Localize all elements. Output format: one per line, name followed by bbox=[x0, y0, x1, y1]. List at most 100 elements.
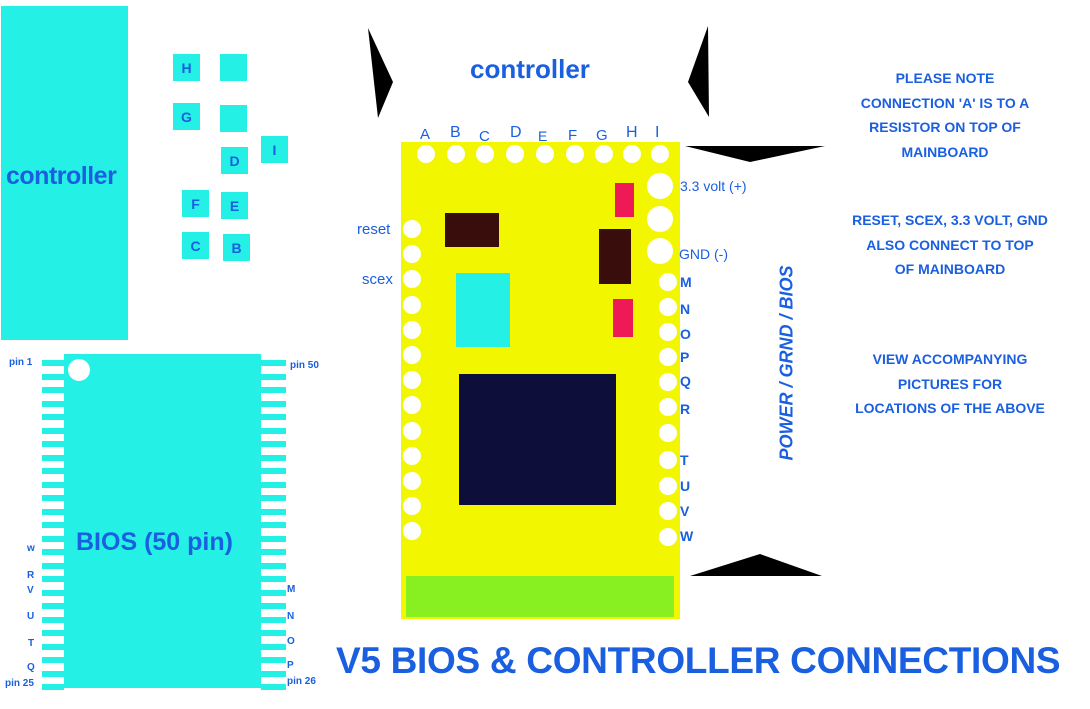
gnd-label: GND (-) bbox=[679, 246, 728, 262]
board-hole-right bbox=[659, 502, 677, 520]
note2-line3: OF MAINBOARD bbox=[894, 261, 1006, 277]
board-green-strip bbox=[406, 576, 674, 617]
bios-pin-right bbox=[261, 482, 286, 488]
bios-label-v: V bbox=[27, 585, 34, 596]
board-hole-top bbox=[447, 145, 465, 163]
board-hole-right bbox=[659, 298, 677, 316]
pink-component-1 bbox=[615, 183, 634, 217]
board-hole-top bbox=[476, 145, 494, 163]
board-hole-left bbox=[403, 421, 421, 440]
bios-pin-left bbox=[42, 617, 64, 623]
bios-label-n: N bbox=[287, 611, 295, 622]
bios-pin-left bbox=[42, 455, 64, 461]
board-hole-top bbox=[651, 145, 669, 163]
bios-pin-right bbox=[261, 441, 286, 447]
note1-line3: RESISTOR ON TOP OF bbox=[869, 119, 1021, 135]
bios-pin-left bbox=[42, 374, 64, 380]
reset-label: reset bbox=[357, 221, 391, 238]
bios-pin-left bbox=[42, 684, 64, 690]
board-hole-top bbox=[595, 145, 613, 163]
bios-pin-right bbox=[261, 657, 286, 663]
board-hole-right bbox=[659, 477, 677, 495]
bios-pin-left bbox=[42, 522, 64, 528]
bios-pin-left bbox=[42, 414, 64, 420]
resistor-block-1 bbox=[445, 213, 499, 247]
pad-f: F bbox=[182, 190, 209, 217]
board-hole-right bbox=[659, 451, 677, 469]
bios-pin-right bbox=[261, 617, 286, 623]
board-hole-left bbox=[403, 522, 421, 541]
bios-pin26-label: pin 26 bbox=[287, 676, 316, 687]
board-hole-top bbox=[536, 145, 554, 163]
pad-h: H bbox=[173, 54, 200, 81]
bios-label-w: w bbox=[27, 543, 35, 554]
pad-e: E bbox=[221, 192, 248, 219]
board-hole-left bbox=[403, 472, 421, 490]
pink-component-2 bbox=[613, 299, 633, 337]
bios-pin-left bbox=[42, 428, 64, 434]
board-hole-top bbox=[417, 145, 435, 163]
bios-label: BIOS (50 pin) bbox=[76, 528, 233, 556]
bios-pin50-label: pin 50 bbox=[290, 360, 319, 371]
pin-label-f: F bbox=[568, 127, 578, 144]
board-hole-right bbox=[659, 273, 677, 291]
pin-label-p: P bbox=[680, 349, 690, 365]
bios-pin-left bbox=[42, 549, 64, 555]
bios-pin-right bbox=[261, 549, 286, 555]
board-hole-left bbox=[403, 346, 421, 364]
bios-pin-left bbox=[42, 401, 64, 407]
bios-label-m: M bbox=[287, 584, 296, 595]
main-chip bbox=[459, 374, 616, 505]
board-hole-right bbox=[659, 424, 677, 442]
pin-label-u: U bbox=[680, 478, 691, 494]
board-hole-left bbox=[403, 320, 421, 339]
note-reset-scex: RESET, SCEX, 3.3 VOLT, GND ALSO CONNECT … bbox=[825, 208, 1075, 282]
board-hole-power bbox=[647, 206, 673, 232]
pad-i: I bbox=[261, 136, 288, 163]
bios-pin-right bbox=[261, 468, 286, 474]
controller-block bbox=[1, 6, 128, 340]
board-hole-left bbox=[403, 371, 421, 390]
board-hole-top bbox=[623, 145, 641, 163]
bios-pin-right bbox=[261, 671, 286, 677]
bios-pin-left bbox=[42, 509, 64, 515]
bios-pin-right bbox=[261, 401, 286, 407]
bios-pin-right bbox=[261, 455, 286, 461]
bios-pin-right bbox=[261, 536, 286, 542]
board-hole-left bbox=[403, 295, 421, 314]
bios-pin-right bbox=[261, 387, 286, 393]
bios-label-q: Q bbox=[27, 662, 35, 673]
pin-label-o: O bbox=[680, 326, 691, 342]
bios-pin-left bbox=[42, 482, 64, 488]
bios-pin-left bbox=[42, 657, 64, 663]
bios-pin-left bbox=[42, 495, 64, 501]
board-hole-right bbox=[659, 373, 677, 391]
pin-label-a: A bbox=[420, 126, 431, 143]
board-hole-right bbox=[659, 398, 677, 416]
board-hole-left bbox=[403, 446, 421, 465]
pin-label-n: N bbox=[680, 301, 691, 317]
bios-label-u: U bbox=[27, 611, 35, 622]
note3-line1: VIEW ACCOMPANYING bbox=[872, 351, 1028, 367]
bios-label-r: R bbox=[27, 570, 35, 581]
pad-blank-2 bbox=[220, 105, 247, 132]
arrow-right-top bbox=[688, 26, 709, 117]
bios-pin-right bbox=[261, 563, 286, 569]
bios-pin-left bbox=[42, 590, 64, 596]
bios-pin-left bbox=[42, 576, 64, 582]
scex-label: scex bbox=[362, 271, 393, 288]
arrow-bottom bbox=[690, 554, 822, 576]
bios-pin-left bbox=[42, 563, 64, 569]
bios-pin-right bbox=[261, 428, 286, 434]
bios-pin-right bbox=[261, 374, 286, 380]
bios-pin-left bbox=[42, 468, 64, 474]
pin-label-t: T bbox=[680, 452, 689, 468]
pin-label-e: E bbox=[538, 128, 548, 144]
bios-pin1-label: pin 1 bbox=[9, 357, 33, 368]
board-hole-left bbox=[403, 220, 421, 238]
bios-pin-left bbox=[42, 360, 64, 366]
bios-pin-left bbox=[42, 671, 64, 677]
bios-pin-right bbox=[261, 630, 286, 636]
volt-label: 3.3 volt (+) bbox=[680, 178, 747, 194]
